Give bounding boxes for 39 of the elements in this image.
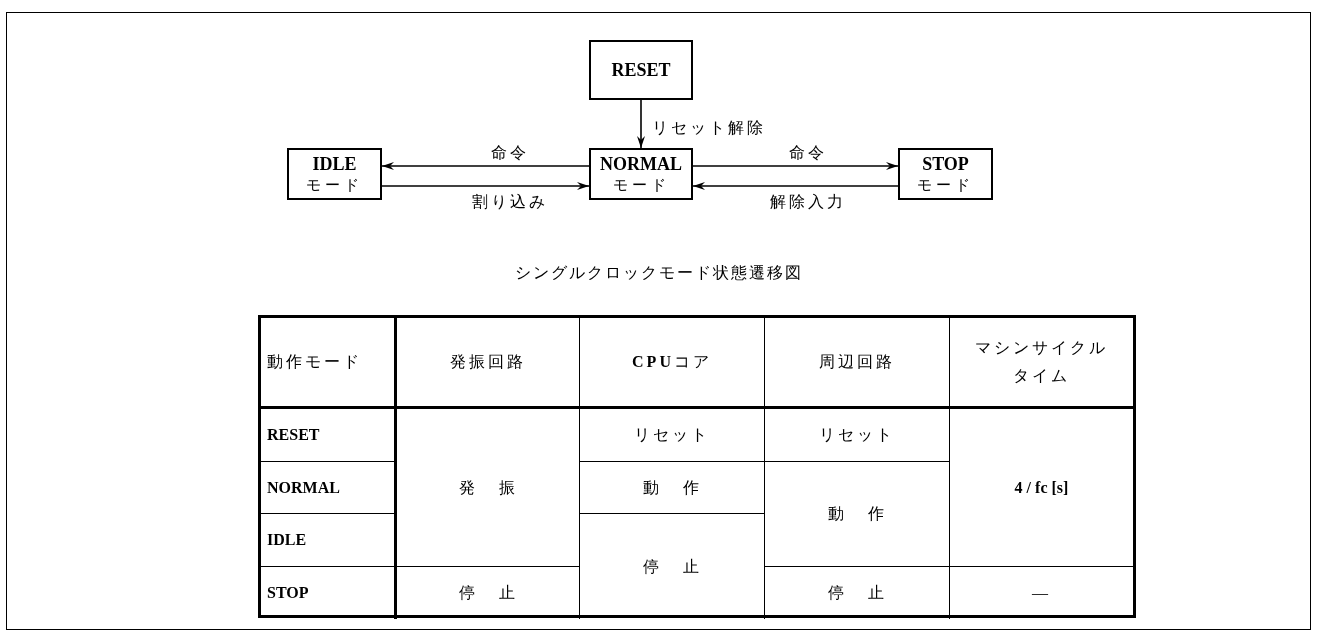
table-cell: マシンサイクルタイム	[950, 318, 1133, 409]
arrow	[692, 182, 899, 190]
arrow	[692, 162, 899, 170]
table-cell: リセット	[765, 409, 950, 462]
edge-label: 割り込み	[472, 192, 548, 212]
table-cell: 発 振	[397, 409, 580, 567]
edge-label: 命令	[789, 143, 827, 163]
table-cell: STOP	[261, 567, 397, 619]
arrow	[381, 162, 590, 170]
table-cell: RESET	[261, 409, 397, 462]
table-cell: 停 止	[580, 514, 765, 619]
state-label: モード	[306, 176, 363, 195]
arrow	[381, 182, 590, 190]
state-name: NORMAL	[600, 153, 682, 175]
state-box	[589, 40, 693, 100]
table-cell: 4 / fc [s]	[950, 409, 1133, 567]
table-cell: 動作モード	[261, 318, 397, 409]
table-cell: NORMAL	[261, 462, 397, 514]
table-cell: 動 作	[580, 462, 765, 514]
table-cell: 停 止	[397, 567, 580, 619]
state-box	[287, 148, 382, 200]
state-name: RESET	[611, 59, 671, 81]
edge-label: リセット解除	[652, 118, 766, 138]
table-cell: 動 作	[765, 462, 950, 567]
caption: シングルクロックモード状態遷移図	[515, 263, 803, 283]
state-box	[898, 148, 993, 200]
state-box	[589, 148, 693, 200]
state-label: モード	[917, 176, 974, 195]
table-cell: 停 止	[765, 567, 950, 619]
arrow	[637, 99, 645, 149]
edge-label: 命令	[491, 143, 529, 163]
table-cell: IDLE	[261, 514, 397, 567]
table-cell: 周辺回路	[765, 318, 950, 409]
state-name: STOP	[922, 153, 969, 175]
table-cell-text: —	[1031, 583, 1052, 603]
table-cell: リセット	[580, 409, 765, 462]
state-label: モード	[612, 176, 670, 195]
state-name: IDLE	[312, 153, 357, 175]
table-cell: 発振回路	[397, 318, 580, 409]
